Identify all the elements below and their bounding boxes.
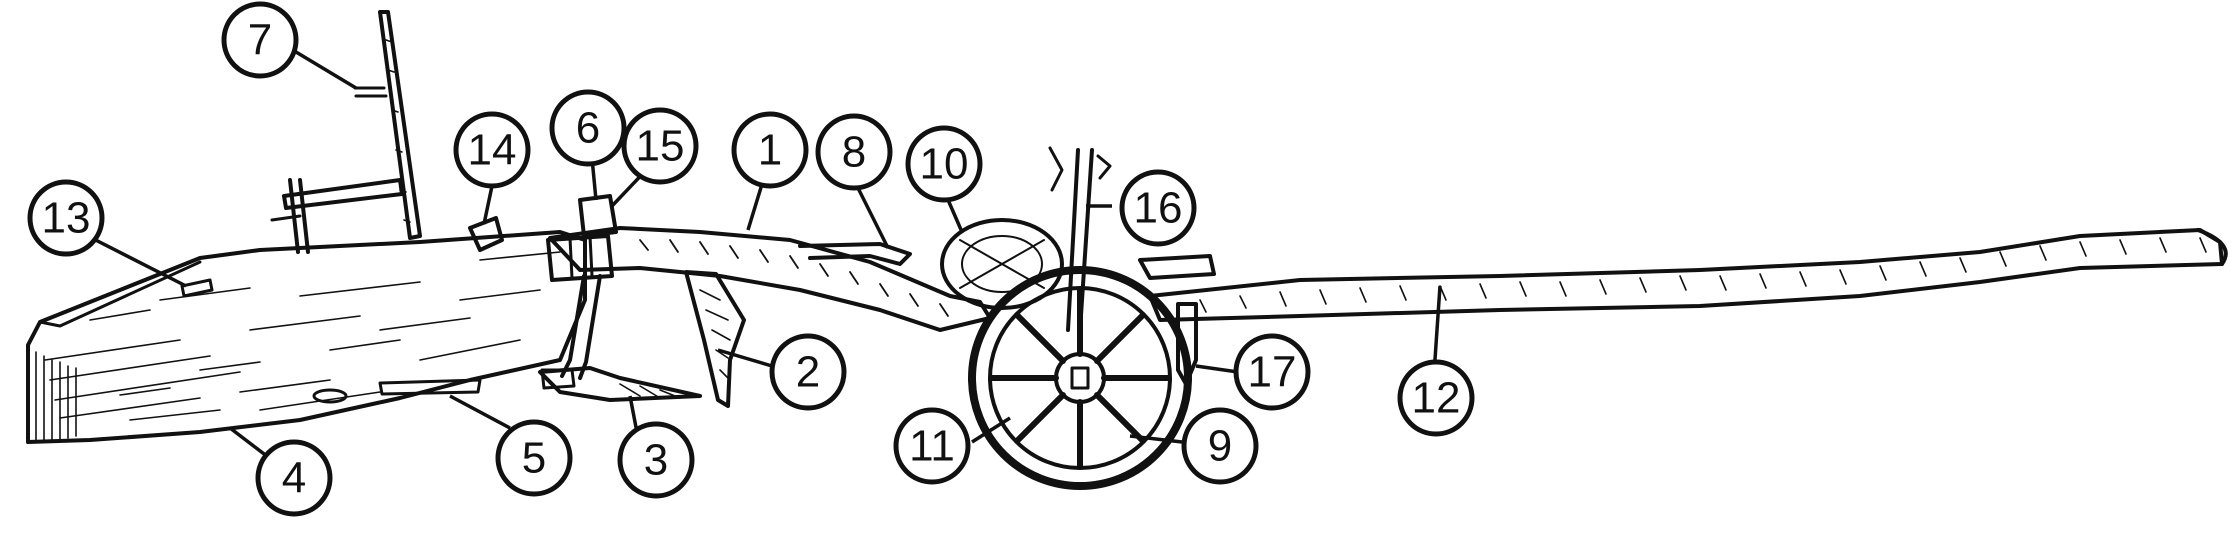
callout-10-label: 10 bbox=[920, 140, 969, 189]
plough-body bbox=[26, 230, 587, 444]
callout-16: 16 bbox=[1119, 169, 1197, 247]
callout-10: 10 bbox=[905, 125, 983, 203]
callout-1: 1 bbox=[731, 111, 809, 189]
callout-5: 5 bbox=[495, 419, 573, 497]
wheel-spokes bbox=[989, 287, 1171, 469]
share bbox=[538, 366, 702, 402]
callout-8-label: 8 bbox=[842, 128, 866, 177]
callout-15: 15 bbox=[621, 107, 699, 185]
callout-7-label: 7 bbox=[248, 16, 272, 65]
callout-3: 3 bbox=[617, 421, 695, 499]
callout-16-label: 16 bbox=[1134, 184, 1183, 233]
knife bbox=[684, 270, 746, 408]
callout-1-label: 1 bbox=[758, 126, 782, 175]
callout-12-label: 12 bbox=[1412, 374, 1461, 423]
callout-4-label: 4 bbox=[282, 454, 306, 503]
callout-11: 11 bbox=[893, 407, 971, 485]
callout-15-label: 15 bbox=[636, 122, 685, 171]
callout-17: 17 bbox=[1233, 333, 1311, 411]
callout-12: 12 bbox=[1397, 359, 1475, 437]
callout-13: 13 bbox=[27, 179, 105, 257]
coulter bbox=[560, 194, 618, 380]
wheel bbox=[968, 266, 1192, 490]
callouts: 1 2 3 4 5 6 7 8 bbox=[27, 1, 1475, 517]
leader-lines bbox=[71, 50, 1442, 462]
callout-14-label: 14 bbox=[468, 126, 517, 175]
draw-pole bbox=[1148, 228, 2228, 322]
callout-6: 6 bbox=[549, 89, 627, 167]
handle bbox=[270, 10, 422, 254]
callout-17-label: 17 bbox=[1248, 348, 1297, 397]
pole-hatching bbox=[1199, 237, 2207, 313]
hook-fitting bbox=[468, 216, 504, 252]
rear-bar bbox=[798, 242, 912, 266]
callout-8: 8 bbox=[815, 113, 893, 191]
callout-4: 4 bbox=[255, 439, 333, 517]
callout-2-label: 2 bbox=[796, 348, 820, 397]
callout-3-label: 3 bbox=[644, 436, 668, 485]
callout-11-label: 11 bbox=[909, 422, 955, 471]
main-beam bbox=[546, 226, 992, 332]
callout-9-label: 9 bbox=[1208, 422, 1232, 471]
body-hatching bbox=[35, 251, 561, 441]
callout-6-label: 6 bbox=[576, 104, 600, 153]
callout-5-label: 5 bbox=[522, 434, 546, 483]
callout-7: 7 bbox=[221, 1, 299, 79]
plough-drawing bbox=[26, 10, 2228, 490]
callout-9: 9 bbox=[1181, 407, 1259, 485]
callout-2: 2 bbox=[769, 333, 847, 411]
callout-14: 14 bbox=[453, 111, 531, 189]
callout-13-label: 13 bbox=[42, 194, 91, 243]
